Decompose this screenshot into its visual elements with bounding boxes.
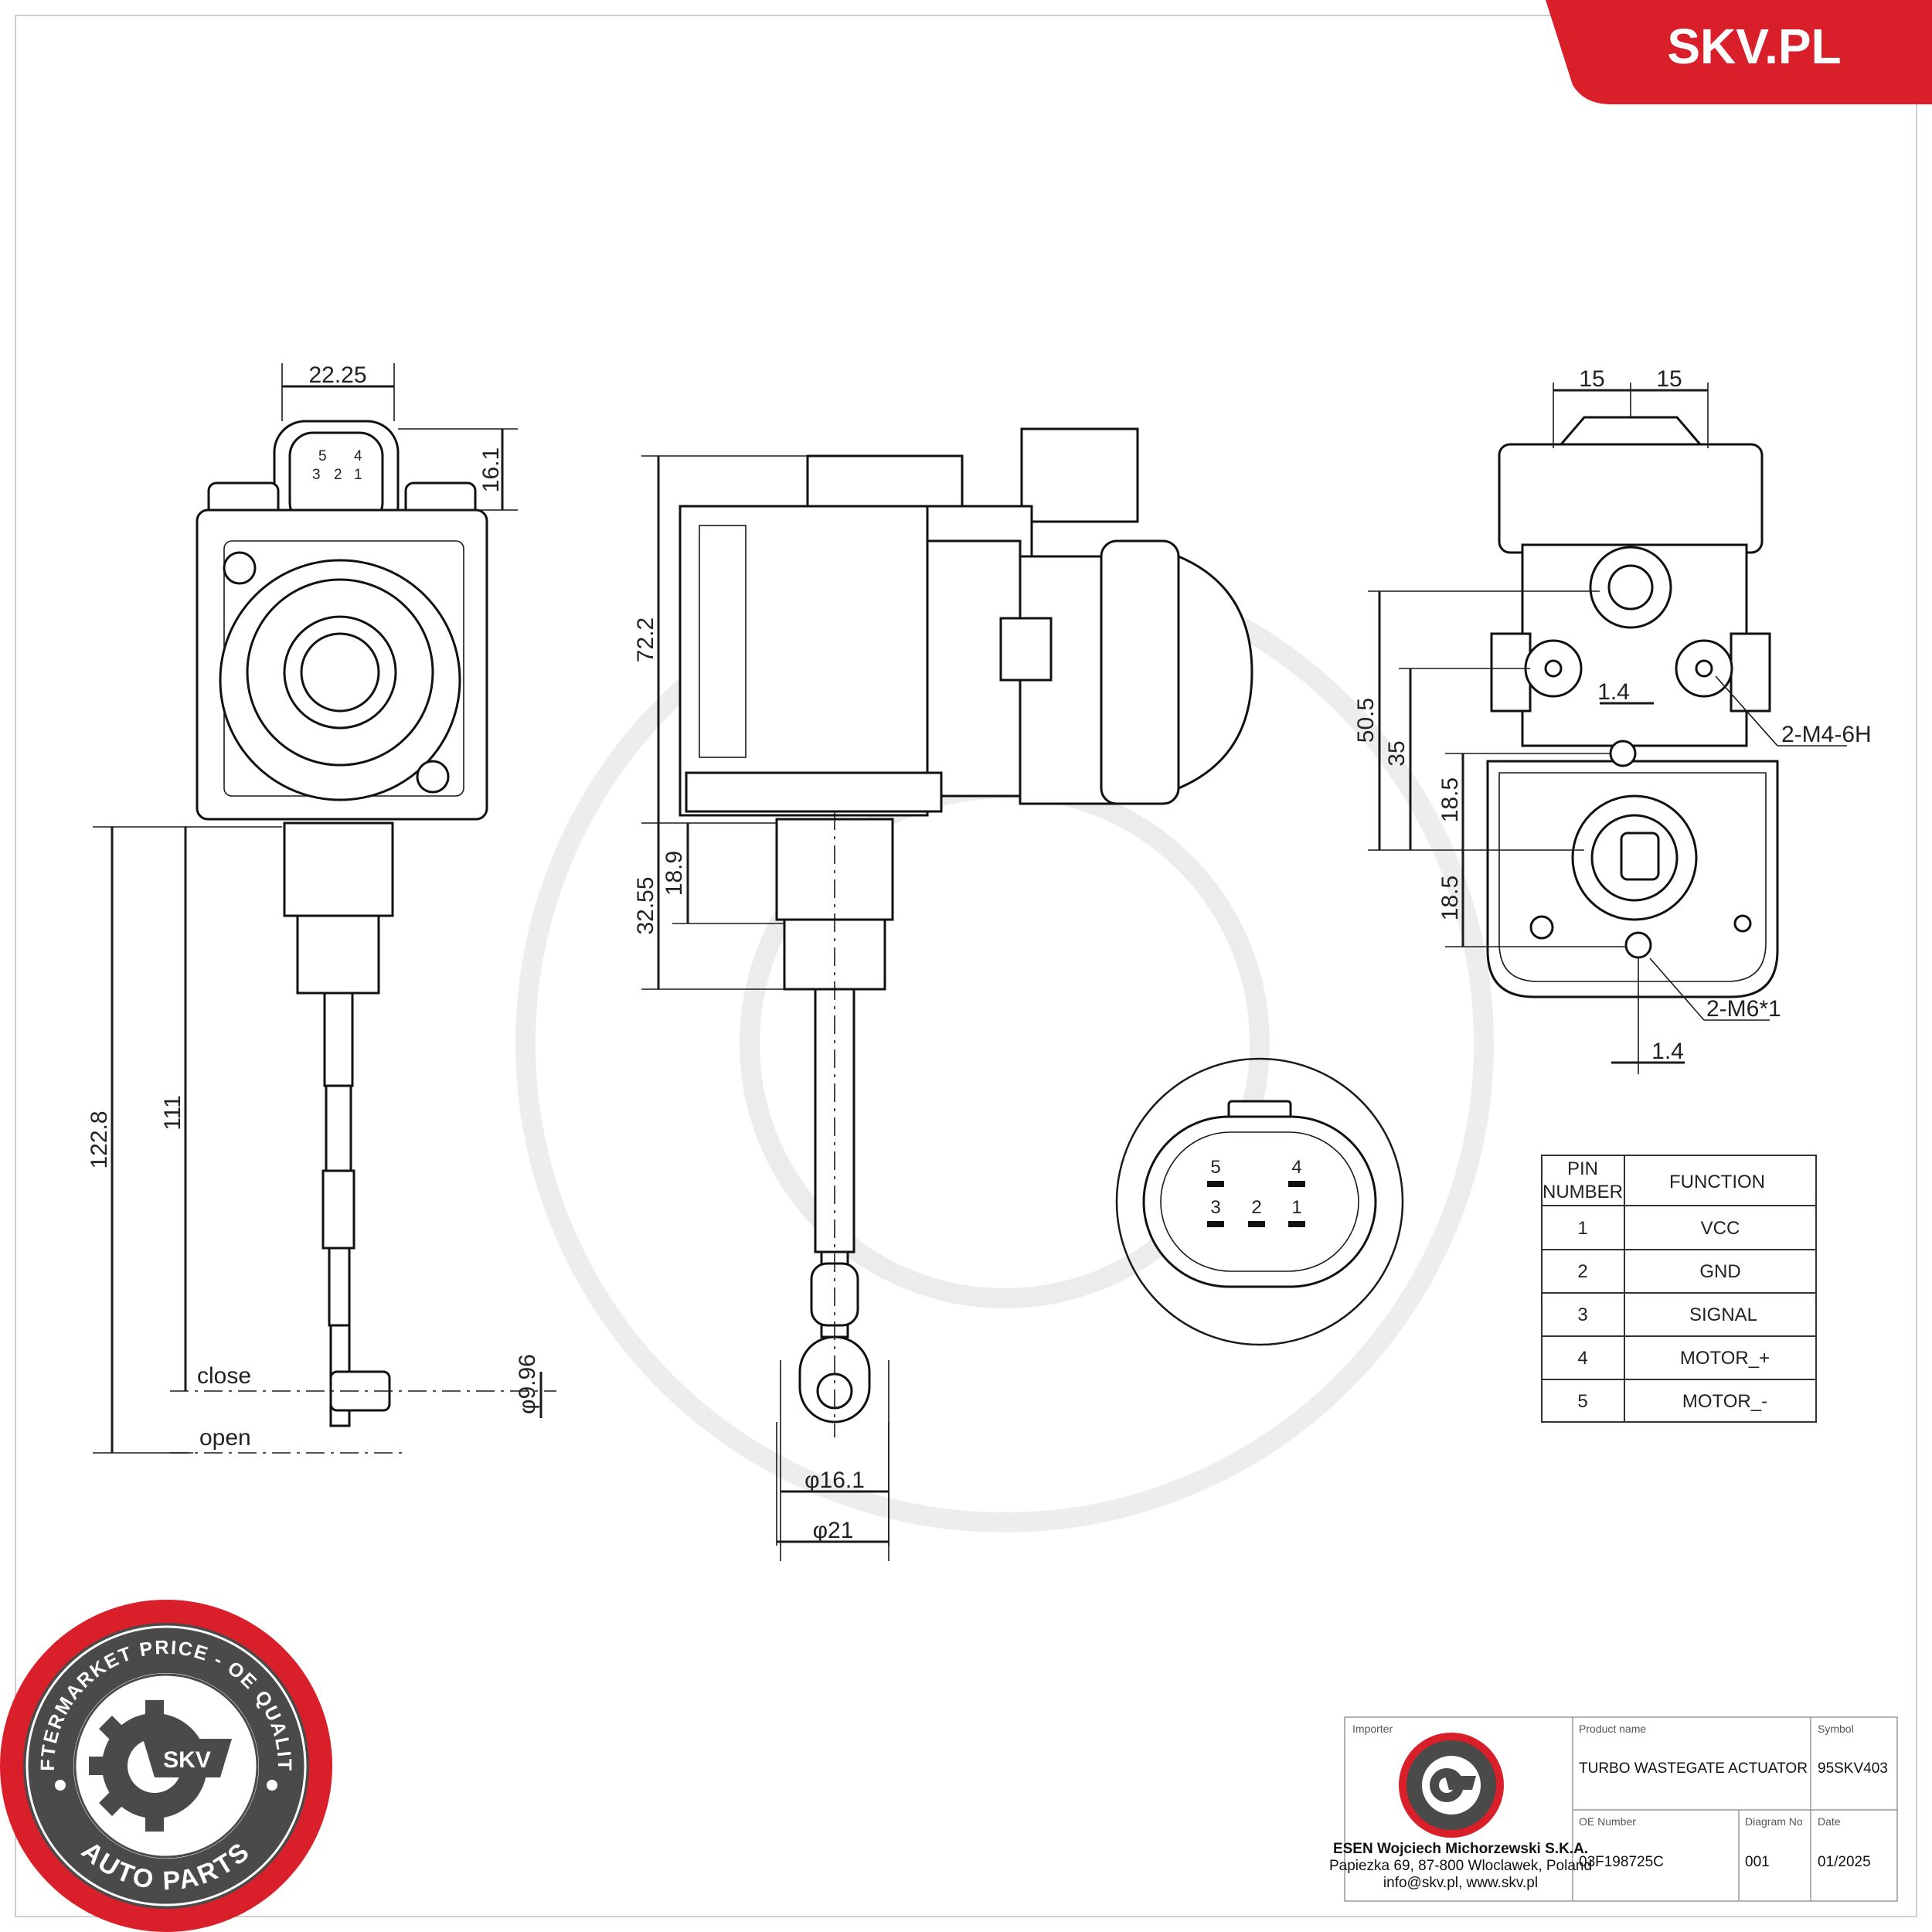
side-connector (1020, 427, 1139, 523)
torx-screw-icon (223, 551, 257, 585)
seal-top-text: AFTERMARKET PRICE - OE QUALITY (0, 0, 294, 1772)
dim-half-width-right: 15 (1656, 366, 1682, 392)
svg-text:1: 1 (354, 467, 362, 483)
label-open: open (199, 1425, 251, 1451)
title-block: Importer ESEN Wojciech Michorzewski S.K.… (1329, 1716, 1898, 1902)
dim-length-stroke: 111 (160, 1095, 185, 1131)
product-name: TURBO WASTEGATE ACTUATOR (1579, 1760, 1808, 1777)
pin-label-4: 4 (1291, 1157, 1301, 1178)
back-dimensions: 15 15 50.5 35 18.5 18.5 1.4 1.4 2-M4-6H … (1353, 366, 1872, 1074)
table-row-pin: 2 (1577, 1261, 1587, 1282)
side-dimensions: 72.2 18.9 32.55 φ16.1 φ21 (633, 455, 889, 1561)
symbol-label: Symbol (1818, 1723, 1854, 1735)
pin-table: PIN NUMBER FUNCTION 1 VCC 2 GND 3 SIGNAL… (1541, 1155, 1817, 1423)
pin-label-2: 2 (1251, 1197, 1261, 1218)
seal-center: SKV (163, 1747, 211, 1773)
table-header-function: FUNCTION (1669, 1172, 1765, 1192)
pin-label-1: 1 (1291, 1197, 1301, 1218)
thread-m6: 2-M6*1 (1706, 996, 1781, 1022)
oe-number: 03F198725C (1579, 1854, 1664, 1870)
dim-pitch-lower: 18.5 (1437, 876, 1463, 920)
svg-text:3: 3 (312, 467, 321, 483)
importer-name: ESEN Wojciech Michorzewski S.K.A. (1333, 1841, 1588, 1857)
side-view (679, 427, 1253, 1437)
sheet-border (15, 15, 1917, 1917)
thread-m4: 2-M4-6H (1781, 722, 1872, 747)
svg-text:AFTERMARKET PRICE - OE QUALITY: AFTERMARKET PRICE - OE QUALITY (0, 0, 295, 1772)
dim-pitch-upper: 18.5 (1437, 777, 1463, 822)
dim-top-width: 22.25 (308, 362, 366, 388)
dim-half-width-left: 15 (1579, 366, 1604, 392)
dim-rod-diameter: φ9.96 (515, 1354, 540, 1414)
connector-face (1142, 1115, 1377, 1288)
dim-offset-lower: 1.4 (1651, 1039, 1684, 1064)
back-view (1486, 416, 1779, 998)
diagram-no: 001 (1745, 1854, 1770, 1870)
dim-offset-upper: 1.4 (1597, 679, 1630, 705)
table-row-pin: 4 (1577, 1348, 1587, 1369)
dim-body-height: 72.2 (633, 617, 658, 662)
diagram-no-label: Diagram No (1745, 1815, 1803, 1828)
mini-seal-logo (1399, 1733, 1504, 1838)
dim-rod-offset: 32.55 (633, 876, 658, 934)
importer-label: Importer (1352, 1723, 1393, 1735)
dim-outer-diameter: φ21 (813, 1518, 854, 1543)
table-row-function: VCC (1701, 1218, 1740, 1239)
pin-label-3: 3 (1210, 1197, 1220, 1218)
symbol-value: 95SKV403 (1818, 1760, 1888, 1777)
svg-text:4: 4 (354, 448, 362, 464)
svg-text:5: 5 (318, 448, 327, 464)
dim-connector-height: 16.1 (478, 447, 504, 492)
side-body (679, 505, 929, 817)
connector-pins: 5 4 3 2 1 (1207, 1157, 1305, 1227)
table-header-pin: PIN (1567, 1158, 1598, 1179)
pin-label-5: 5 (1210, 1157, 1220, 1178)
dim-neck-height: 18.9 (662, 851, 687, 896)
back-top-housing (1498, 443, 1764, 554)
importer-address: Papiezka 69, 87-800 Wloclawek, Poland (1329, 1858, 1592, 1874)
table-row-pin: 5 (1577, 1391, 1587, 1412)
product-name-label: Product name (1579, 1723, 1646, 1735)
dim-height-mid: 35 (1384, 740, 1410, 766)
date-value: 01/2025 (1818, 1854, 1871, 1870)
label-close: close (197, 1363, 251, 1389)
dim-inner-diameter: φ16.1 (804, 1468, 865, 1493)
table-row-function: SIGNAL (1689, 1304, 1757, 1325)
brand-site[interactable]: SKV.PL (1667, 19, 1841, 74)
dim-height-total: 50.5 (1353, 698, 1379, 743)
oe-number-label: OE Number (1579, 1815, 1636, 1828)
table-row-function: GND (1699, 1261, 1740, 1282)
table-header-number: NUMBER (1543, 1182, 1623, 1202)
brand-tab (1546, 0, 1932, 104)
date-label: Date (1818, 1815, 1841, 1828)
table-row-function: MOTOR_- (1682, 1391, 1767, 1412)
skv-quality-seal: AFTERMARKET PRICE - OE QUALITY AUTO PART… (0, 0, 332, 1932)
connector-detail: 5 4 3 2 1 (1115, 1057, 1404, 1346)
torx-screw-icon (416, 760, 450, 794)
table-row-function: MOTOR_+ (1680, 1348, 1770, 1369)
table-row-pin: 3 (1577, 1304, 1587, 1325)
svg-text:2: 2 (334, 467, 342, 483)
table-row-pin: 1 (1577, 1218, 1587, 1239)
front-dimensions: 22.25 16.1 122.8 111 close open φ9.96 (87, 362, 543, 1454)
importer-contact[interactable]: info@skv.pl, www.skv.pl (1383, 1875, 1538, 1891)
dim-length-total: 122.8 (87, 1111, 112, 1168)
